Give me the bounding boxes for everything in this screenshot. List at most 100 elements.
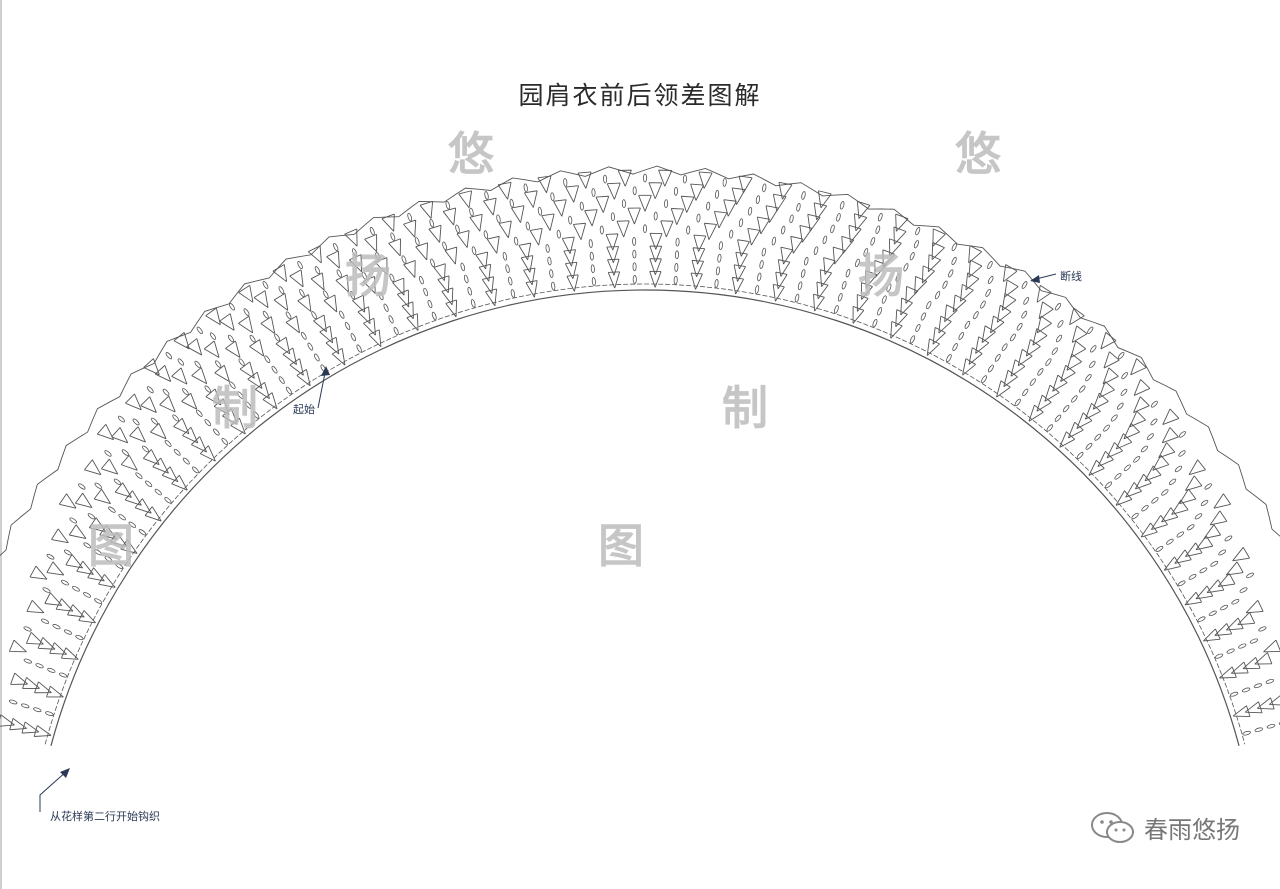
shell-stitch xyxy=(124,490,142,506)
shell-stitch xyxy=(84,459,102,476)
chain-stitch xyxy=(505,264,510,273)
chain-stitch xyxy=(1120,388,1128,396)
chain-stitch xyxy=(1238,643,1247,649)
chain-stitch xyxy=(177,358,185,366)
shell-stitch xyxy=(1179,488,1197,505)
chain-stitch xyxy=(804,256,809,266)
chain-stitch xyxy=(755,195,761,205)
shell-stitch xyxy=(60,647,79,660)
chain-stitch xyxy=(1141,504,1149,512)
chain-stitch xyxy=(1045,358,1052,366)
chain-stitch xyxy=(182,457,190,465)
chain-stitch xyxy=(121,449,129,456)
shell-stitch xyxy=(142,449,160,466)
chain-stitch xyxy=(8,699,18,705)
shell-stitch xyxy=(932,327,946,345)
shell-stitch xyxy=(93,488,111,505)
chain-stitch xyxy=(460,262,466,272)
chain-stitch xyxy=(221,437,229,445)
shell-stitch xyxy=(1254,652,1273,665)
chain-stitch xyxy=(1123,464,1131,472)
shell-stitch xyxy=(813,293,825,312)
chain-stitch xyxy=(314,266,321,275)
shell-stitch xyxy=(120,539,138,554)
chain-stitch xyxy=(47,667,56,673)
chain-stitch xyxy=(1258,626,1267,632)
chain-stitch xyxy=(547,256,552,266)
shell-stitch xyxy=(1225,617,1244,631)
shell-stitch xyxy=(520,255,534,273)
chain-stitch xyxy=(952,343,958,352)
shell-stitch xyxy=(364,233,378,252)
shell-stitch xyxy=(469,213,483,232)
shell-stitch xyxy=(1052,374,1068,392)
shell-stitch xyxy=(874,259,887,278)
shell-stitch xyxy=(357,306,371,325)
shell-stitch xyxy=(260,316,276,334)
chain-stitch xyxy=(1114,472,1122,480)
shell-stitch xyxy=(96,423,115,441)
shell-stitch xyxy=(140,396,157,413)
chain-stitch xyxy=(682,174,687,184)
shell-stitch xyxy=(1036,284,1052,303)
shell-stitch xyxy=(191,436,208,453)
chain-stitch xyxy=(674,250,679,260)
chain-stitch xyxy=(1174,465,1183,473)
chain-stitch xyxy=(1155,545,1164,552)
shell-stitch xyxy=(171,367,188,385)
chain-stitch xyxy=(973,311,979,320)
shell-stitch xyxy=(437,275,450,294)
chain-stitch xyxy=(311,311,317,320)
chain-stitch xyxy=(1090,345,1097,353)
shell-stitch xyxy=(255,382,270,400)
shell-stitch xyxy=(67,604,85,618)
chain-stitch xyxy=(361,271,367,280)
shell-stitch xyxy=(996,380,1011,398)
shell-stitch xyxy=(693,234,707,252)
chain-stitch xyxy=(1054,414,1062,422)
shell-stitch xyxy=(68,524,87,540)
shell-stitch xyxy=(76,560,94,575)
chain-stitch xyxy=(52,624,61,630)
chain-stitch xyxy=(987,364,994,373)
shell-stitch xyxy=(713,211,728,229)
shell-stitch xyxy=(1245,600,1264,614)
shell-stitch xyxy=(648,182,663,199)
shell-stitch xyxy=(154,365,172,382)
shell-stitch xyxy=(1185,542,1203,558)
shell-stitch xyxy=(584,209,598,227)
shell-stitch xyxy=(65,554,83,569)
chain-stitch xyxy=(445,200,451,210)
shell-stitch xyxy=(313,314,327,333)
shell-stitch xyxy=(275,336,291,355)
chain-stitch xyxy=(948,269,954,278)
chain-stitch xyxy=(942,280,948,289)
chain-stitch xyxy=(717,253,722,263)
chain-stitch xyxy=(63,549,72,556)
chain-stitch xyxy=(1166,538,1174,545)
shell-stitch xyxy=(368,329,382,347)
shell-stitch xyxy=(171,474,188,491)
chain-stitch xyxy=(414,237,420,246)
chain-stitch xyxy=(762,183,767,193)
shell-stitch xyxy=(26,600,45,614)
shell-stitch xyxy=(1069,307,1085,326)
chain-stitch xyxy=(1220,604,1229,611)
shell-stitch xyxy=(205,388,222,406)
chain-stitch xyxy=(118,514,126,521)
shell-stitch xyxy=(323,294,338,313)
shell-stitch xyxy=(607,258,620,276)
chain-stitch xyxy=(915,226,921,236)
chain-stitch xyxy=(747,206,753,216)
shell-stitch xyxy=(475,251,489,270)
chain-stitch xyxy=(212,428,220,436)
shell-stitch xyxy=(486,235,500,254)
shell-stitch xyxy=(225,340,241,358)
shell-stitch xyxy=(25,631,44,645)
chain-stitch xyxy=(934,291,941,300)
shell-stitch xyxy=(747,227,761,246)
shell-stitch xyxy=(150,422,167,440)
chain-stitch xyxy=(985,288,991,297)
shell-stitch xyxy=(1232,547,1250,562)
shell-stitch xyxy=(1004,279,1019,298)
